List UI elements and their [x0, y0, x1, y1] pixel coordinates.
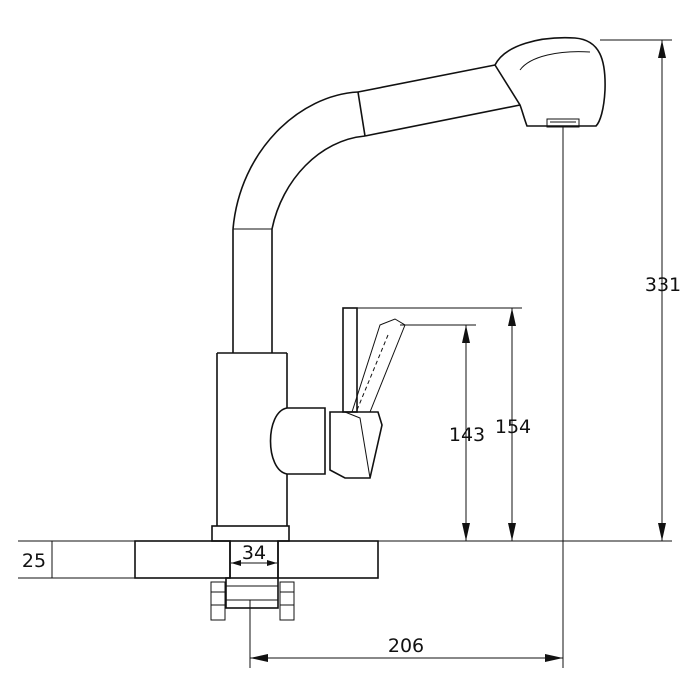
label-total-height: 331 — [645, 274, 681, 296]
dimension-countertop-thickness — [18, 540, 135, 579]
countertop-section — [134, 540, 379, 579]
label-lever-height: 154 — [495, 416, 531, 438]
label-countertop-thickness: 25 — [22, 550, 46, 572]
label-spout-height: 143 — [449, 424, 485, 446]
lever-handle — [329, 307, 406, 479]
dimension-total-height — [378, 39, 672, 542]
dimension-reach — [249, 127, 564, 668]
spout — [232, 64, 521, 353]
faucet-body — [216, 352, 326, 526]
faucet-base — [211, 525, 290, 542]
dimension-lever-height — [357, 307, 522, 541]
mounting-nut — [210, 577, 295, 621]
label-reach: 206 — [388, 635, 424, 657]
spray-head — [494, 36, 606, 128]
dimension-shank-diameter — [231, 560, 277, 566]
dimension-spout-height — [400, 324, 476, 541]
label-shank-diameter: 34 — [242, 542, 266, 564]
